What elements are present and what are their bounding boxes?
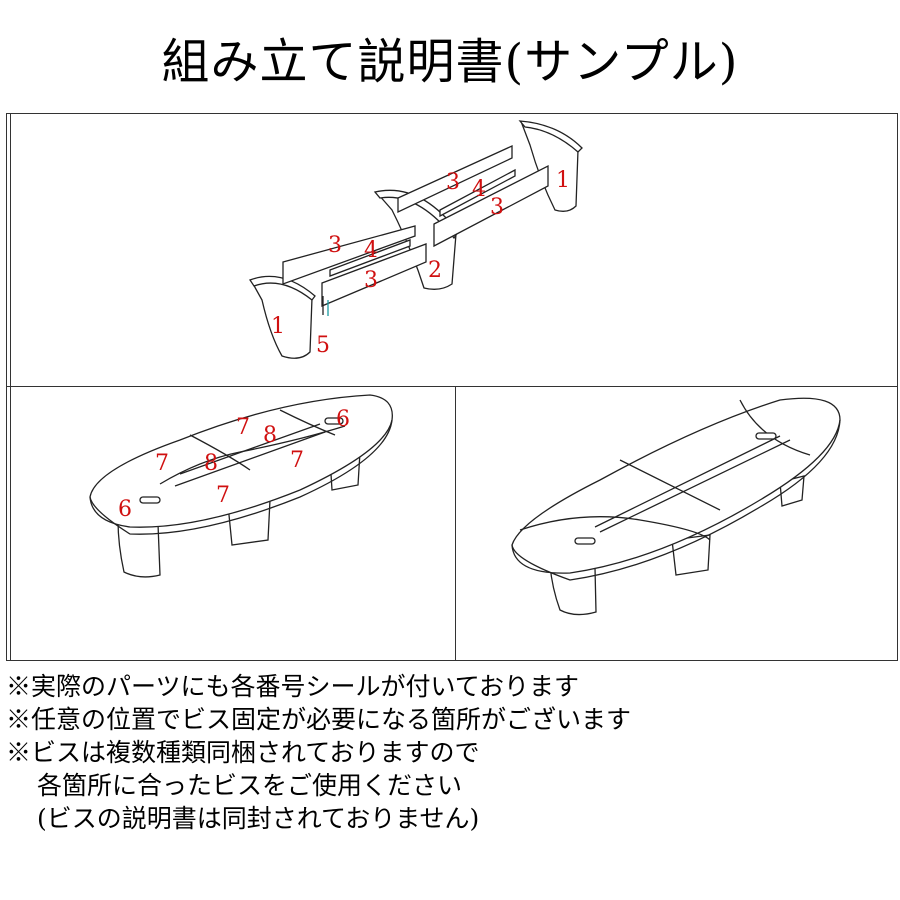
- finished-cross-seam: [619, 459, 721, 511]
- finished-table-view: [511, 397, 841, 616]
- label-part-8-top: 8: [263, 423, 277, 448]
- finished-center-line: [599, 439, 791, 533]
- tabletop-edge: [89, 419, 393, 535]
- label-part-7-bottom: 7: [216, 483, 230, 508]
- tabletop-parts-labels: 6 7 8 7 8 7 7 6: [118, 407, 350, 522]
- finished-middle-leg: [671, 534, 711, 576]
- beam-upper-left-mid: [329, 239, 411, 277]
- note-1: ※実際のパーツにも各番号シールが付いております: [6, 672, 580, 701]
- vertical-divider: [455, 387, 456, 661]
- finished-tabletop-edge: [511, 419, 841, 581]
- left-leg: [117, 519, 161, 578]
- finished-center-line-2: [594, 435, 781, 528]
- diagram-frame: [6, 113, 898, 661]
- finished-cable-hole-left: [574, 537, 596, 545]
- label-part-3-b: 3: [364, 268, 378, 293]
- cable-hole-right: [324, 417, 344, 425]
- beam-upper-left-front: [321, 243, 427, 307]
- note-4: 各箇所に合ったビスをご使用ください: [37, 771, 463, 800]
- seam-4: [239, 425, 346, 453]
- exploded-view-labels: 1 3 4 3 2 3 4 3 1 5: [271, 168, 570, 358]
- finished-seam-1: [519, 516, 711, 541]
- label-part-1-right: 1: [556, 168, 570, 193]
- seam-1: [174, 431, 326, 487]
- label-part-3-d: 3: [490, 195, 504, 220]
- note-5: (ビスの説明書は同封されておりません): [37, 804, 480, 833]
- label-part-4-b: 4: [472, 177, 486, 202]
- label-part-5: 5: [316, 333, 330, 358]
- beam-upper-right-mid: [439, 168, 516, 218]
- seam-2: [179, 423, 321, 475]
- right-end-leg-top: [518, 120, 583, 153]
- label-part-3-c: 3: [446, 170, 460, 195]
- exploded-view: [249, 120, 583, 359]
- label-part-6-right: 6: [336, 407, 350, 432]
- finished-cable-hole-right: [755, 432, 777, 440]
- label-part-4-a: 4: [364, 238, 378, 263]
- label-part-8-left: 8: [204, 451, 218, 476]
- label-part-7-left: 7: [155, 451, 169, 476]
- label-part-3-a: 3: [328, 233, 342, 258]
- note-2: ※任意の位置でビス固定が必要になる箇所がございます: [6, 705, 632, 734]
- frame-inner-line: [10, 114, 11, 660]
- seam-6: [279, 409, 336, 436]
- beam-upper-right-front: [433, 164, 549, 248]
- notes-section: ※実際のパーツにも各番号シールが付いております ※任意の位置でビス固定が必要にな…: [6, 670, 896, 835]
- label-part-2: 2: [428, 258, 442, 283]
- tabletop-parts-view: [89, 394, 393, 578]
- label-part-6-left: 6: [118, 497, 132, 522]
- label-part-7-right: 7: [290, 448, 304, 473]
- seam-3: [159, 451, 241, 485]
- label-part-1-left: 1: [271, 314, 285, 339]
- left-end-leg-top: [249, 275, 316, 301]
- label-part-7-top: 7: [236, 415, 250, 440]
- cable-hole-left: [139, 496, 161, 504]
- beam-upper-left-back: [282, 225, 416, 285]
- beam-upper-right-back: [397, 144, 513, 214]
- seam-5: [189, 434, 251, 471]
- page-title: 組み立て説明書(サンプル): [161, 34, 739, 90]
- note-3: ※ビスは複数種類同梱されておりますので: [6, 738, 480, 767]
- horizontal-divider: [6, 386, 898, 387]
